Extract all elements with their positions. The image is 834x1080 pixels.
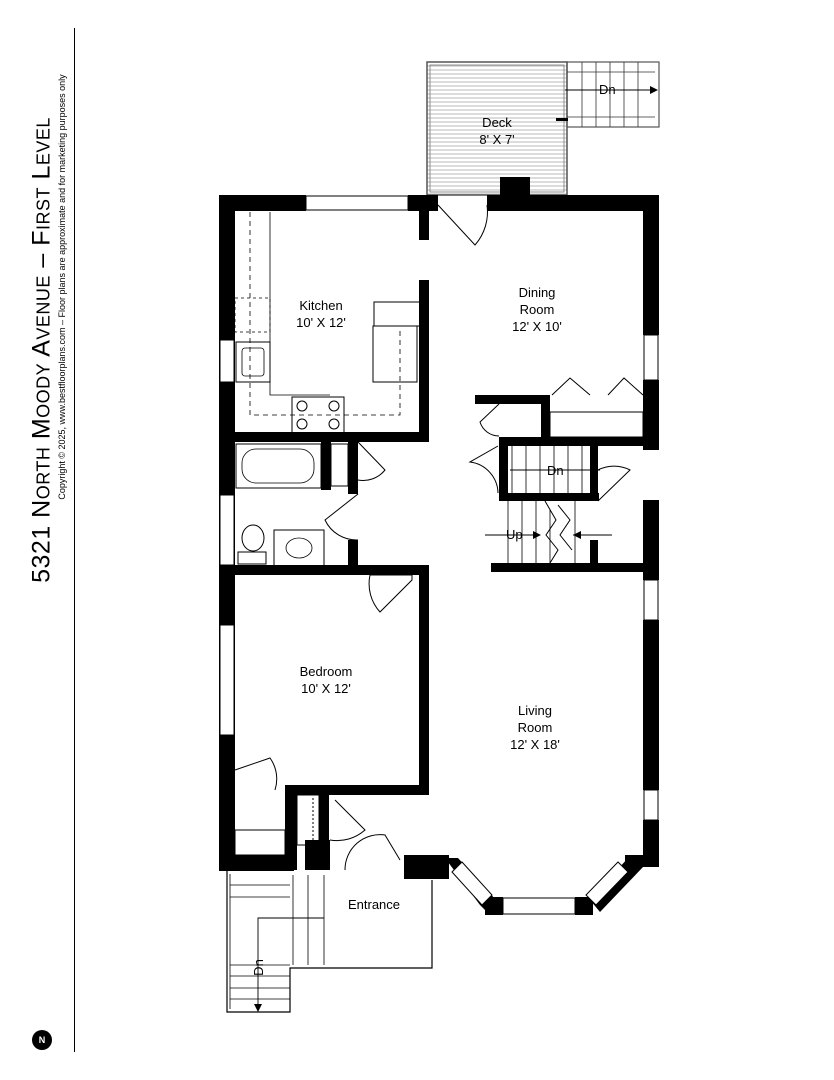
bedroom-name: Bedroom	[299, 664, 353, 679]
kitchen-name: Kitchen	[299, 298, 343, 313]
kitchen-label: Kitchen 10' X 12'	[296, 297, 346, 331]
bedroom-label: Bedroom 10' X 12'	[300, 663, 353, 697]
windows	[219, 195, 659, 915]
stairs-down-label: Dn	[547, 463, 564, 478]
deck-stairs-down-label: Dn	[599, 82, 616, 97]
living-name-line1: Living	[518, 703, 552, 718]
interior-stairs	[485, 446, 612, 564]
living-room-label: Living Room 12' X 18'	[510, 702, 560, 753]
title-sidebar: 5321 North Moody Avenue – First Level Co…	[0, 0, 80, 1080]
dining-name-line2: Room	[519, 302, 555, 317]
doors	[234, 204, 644, 871]
kitchen-size: 10' X 12'	[296, 315, 346, 330]
living-name-line2: Room	[517, 720, 553, 735]
dining-room-label: Dining Room 12' X 10'	[512, 284, 562, 335]
living-size: 12' X 18'	[510, 737, 560, 752]
deck-label: Deck 8' X 7'	[479, 114, 514, 148]
north-compass-icon: N	[32, 1030, 52, 1050]
deck-name: Deck	[482, 115, 512, 130]
entrance-name: Entrance	[347, 897, 401, 912]
deck-size: 8' X 7'	[479, 132, 515, 147]
bedroom-size: 10' X 12'	[301, 681, 351, 696]
interior-walls	[219, 195, 659, 870]
closets	[234, 411, 644, 856]
entrance-label: Entrance	[348, 896, 400, 913]
kitchen-fixtures	[234, 212, 426, 434]
dining-size: 12' X 10'	[512, 319, 562, 334]
compass-label: N	[38, 1035, 46, 1045]
stairs-up-label: Up	[506, 527, 523, 542]
front-porch	[226, 871, 433, 1013]
front-stairs-down-label: Dn	[250, 959, 266, 976]
bath-fixtures	[235, 443, 349, 567]
dining-name-line1: Dining	[518, 285, 556, 300]
title-divider	[74, 28, 76, 1052]
deck	[426, 61, 660, 198]
